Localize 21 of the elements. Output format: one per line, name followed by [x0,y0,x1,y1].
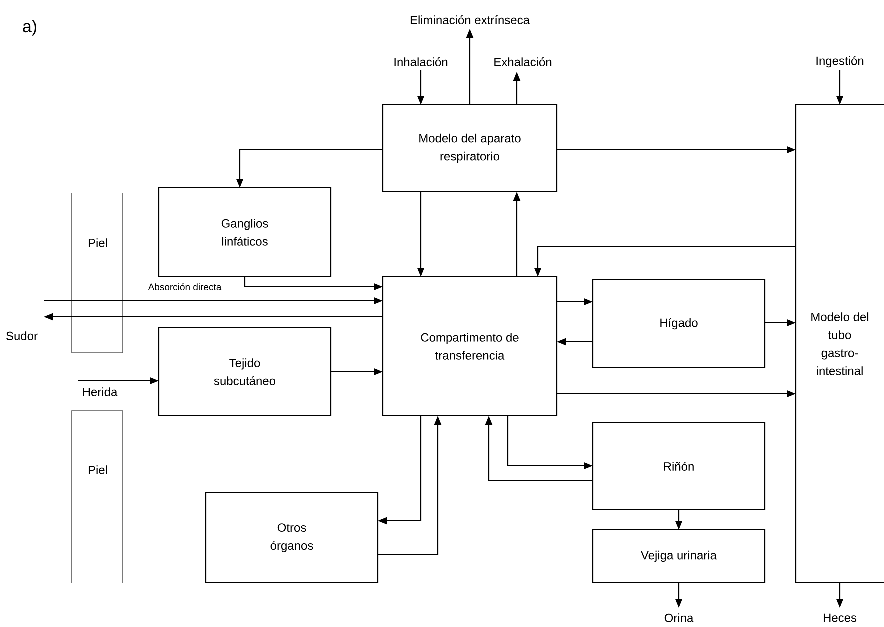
process-box: Tejido subcutáneo [158,327,332,417]
process-box: Otros órganos [205,492,379,584]
text-label: Heces [824,614,857,622]
process-box: Riñón [592,422,766,511]
process-box: Vejiga urinaria [592,529,766,584]
text-label: Sudor [6,332,38,340]
process-box: Compartimento de transferencia [382,276,558,417]
process-box: Hígado [592,279,766,369]
edge-label: Absorción directa [147,282,223,292]
text-label: Eliminación extrínseca [410,16,530,24]
process-box: Modelo del tubo gastro-intestinal [795,104,884,584]
process-box: Modelo del aparato respiratorio [382,104,558,193]
text-label: Ingestión [816,56,864,68]
text-label: Piel [88,238,108,248]
text-label: Orina [664,614,694,622]
panel-letter: a) [23,20,36,36]
text-label: Exhalación [494,58,552,66]
text-label: Herida [83,388,118,396]
text-label: Inhalación [394,58,448,66]
process-box: Ganglios linfáticos [158,187,332,278]
text-label: Piel [88,466,108,474]
